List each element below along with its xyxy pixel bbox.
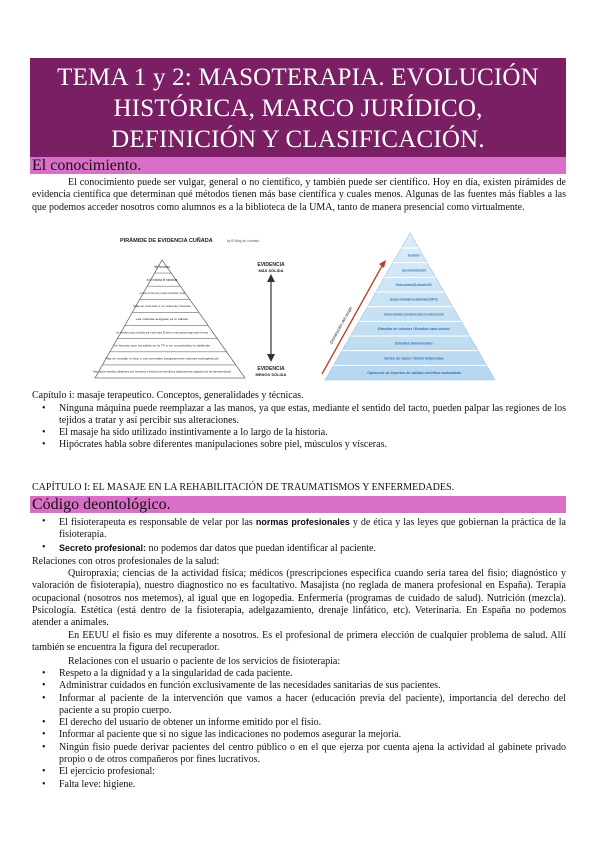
- bottom-evidence-label-1: EVIDENCIA: [257, 366, 285, 372]
- left-pyramid-dividers: [102, 272, 236, 366]
- left-pyramid-shape: [94, 259, 246, 379]
- b1-bold: normas profesionales: [255, 517, 350, 527]
- left-pyramid-level-label: Las culturas antiguas ya lo sabían: [136, 317, 189, 321]
- title-line-1: TEMA 1 y 2: MASOTERAPIA. EVOLUCIÓN: [57, 64, 539, 91]
- left-pyramid-credit: by El Blog de Lombard: [227, 239, 259, 243]
- top-evidence-label-2: MÁS SÓLIDA: [258, 268, 283, 273]
- list-item: Informar al paciente que si no sigue las…: [32, 729, 566, 742]
- left-pyramid-title: PIRÁMIDE DE EVIDENCIA CUÑADA: [120, 237, 213, 244]
- section-heading-conocimiento: El conocimiento.: [30, 157, 566, 174]
- b1-pre: El fisioterapeuta es responsable de vela…: [59, 517, 256, 528]
- right-pyramid-bands: [333, 247, 487, 366]
- left-pyramid: PIRÁMIDE DE EVIDENCIA CUÑADA by El Blog …: [93, 237, 287, 379]
- right-pyramid-level-label: RS y meta-análisis RCTs: [408, 254, 420, 258]
- list-item: El derecho del usuario de obtener un inf…: [32, 717, 566, 730]
- title-line-2: HISTÓRICA, MARCO JURÍDICO,: [113, 95, 483, 122]
- relations-label: Relaciones con otros profesionales de la…: [32, 556, 220, 567]
- right-pyramid-level-label: Revisiones sistemáticas y meta-análisis …: [384, 312, 444, 316]
- evidence-pyramids-figure: PIRÁMIDE DE EVIDENCIA CUÑADA by El Blog …: [90, 230, 516, 386]
- left-pyramid-level-label: Hay varios estudios aleatorios con human…: [93, 370, 231, 374]
- right-pyramid-level-label: Estudios de cohortes / Estudios caso-con…: [378, 327, 450, 331]
- b2-bold: Secreto profesional:: [59, 542, 147, 553]
- chapter-i-bullets: Ninguna máquina puede reemplazar a las m…: [32, 403, 566, 452]
- list-item: Secreto profesional: no podemos dar dato…: [32, 542, 566, 555]
- relations-paragraph: Quiropraxia; ciencias de la actividad fí…: [32, 568, 566, 629]
- left-pyramid-level-label: Un famoso que ha salido en la TV o en un…: [114, 343, 210, 347]
- pyramids-svg: PIRÁMIDE DE EVIDENCIA CUÑADA by El Blog …: [93, 232, 496, 381]
- deontology-bullets: El fisioterapeuta es responsable de vela…: [32, 516, 566, 555]
- top-evidence-label-1: EVIDENCIA: [257, 262, 285, 268]
- b2-post: no podemos dar datos que puedan identifi…: [146, 542, 376, 554]
- bias-arrow-shaft: [321, 265, 383, 375]
- list-item: Administrar cuidados en función exclusiv…: [32, 680, 566, 693]
- intro-paragraph: El conocimiento puede ser vulgar, genera…: [32, 177, 566, 213]
- left-pyramid-level-label: Lo he leído en un libro escrito por algu…: [139, 291, 185, 295]
- right-pyramid-level-label: Ensayos controlados no aleatorizados (NR…: [390, 298, 438, 302]
- left-pyramid-level-label: Un científico poco conocido que murió ha…: [116, 330, 208, 334]
- right-pyramid-level-label: Opiniones de expertos de calidad científ…: [367, 371, 461, 375]
- b1-post: y de ética y las leyes que gobiernan la …: [59, 517, 566, 541]
- right-pyramid-level-label: Ensayos controlados aleatorizados (RCTs): [402, 268, 426, 272]
- eeuu-paragraph: En EEUU el fisio es muy diferente a noso…: [32, 630, 566, 654]
- patient-bullets: Respeto a la dignidad y a la singularida…: [32, 668, 566, 791]
- right-pyramid-level-label: Revisiones sistemáticas (RS) y meta-anál…: [396, 283, 432, 287]
- list-item: El ejercicio profesional:: [32, 766, 566, 779]
- right-pyramid-level-label: Estudios transversales: [395, 342, 433, 346]
- title-banner: TEMA 1 y 2: MASOTERAPIA. EVOLUCIÓN HISTÓ…: [30, 58, 566, 158]
- section-heading-codigo: Código deontológico.: [30, 496, 566, 513]
- list-item: Hipócrates habla sobre diferentes manipu…: [32, 439, 566, 452]
- list-item: Ninguna máquina puede reemplazar a las m…: [32, 403, 566, 428]
- chapter-i-closing: CAPÍTULO I: EL MASAJE EN LA REHABILITACI…: [32, 482, 455, 493]
- left-pyramid-level-label: Sale en una web o un vídeo de Youtube: [133, 304, 191, 308]
- list-item: Ningún fisio puede derivar pacientes del…: [32, 742, 566, 767]
- list-item: El masaje ha sido utilizado instintivame…: [32, 427, 566, 440]
- list-item: Falta leve: higiene.: [32, 779, 566, 792]
- bottom-evidence-label-2: MENOS SOLIDA: [256, 372, 287, 377]
- left-pyramid-level-label: A mi vecina le funciona: [147, 278, 178, 282]
- chapter-i-line: Capítulo i: masaje terapeutico. Concepto…: [32, 390, 304, 401]
- left-pyramid-labels: Me funciona A mi vecina le funciona Lo he …: [93, 265, 231, 374]
- list-item: El fisioterapeuta es responsable de vela…: [32, 516, 566, 542]
- left-arrow-head-down: [267, 354, 275, 362]
- user-relations-label: Relaciones con el usuario o paciente de …: [68, 656, 341, 667]
- bias-arrow-head: [379, 260, 386, 268]
- list-item: Respeto a la dignidad y a la singularida…: [32, 668, 566, 681]
- right-pyramid-level-label: Series de casos / Series temporales: [384, 356, 444, 360]
- title-line-3: DEFINICIÓN Y CLASIFICACIÓN.: [111, 126, 485, 153]
- list-item: Informar al paciente de la intervención …: [32, 693, 566, 718]
- left-pyramid-level-label: Hay un estudio in vitro o con animales (…: [105, 357, 218, 361]
- left-arrow-head-up: [267, 274, 275, 282]
- left-pyramid-level-label: Me funciona: [154, 265, 170, 269]
